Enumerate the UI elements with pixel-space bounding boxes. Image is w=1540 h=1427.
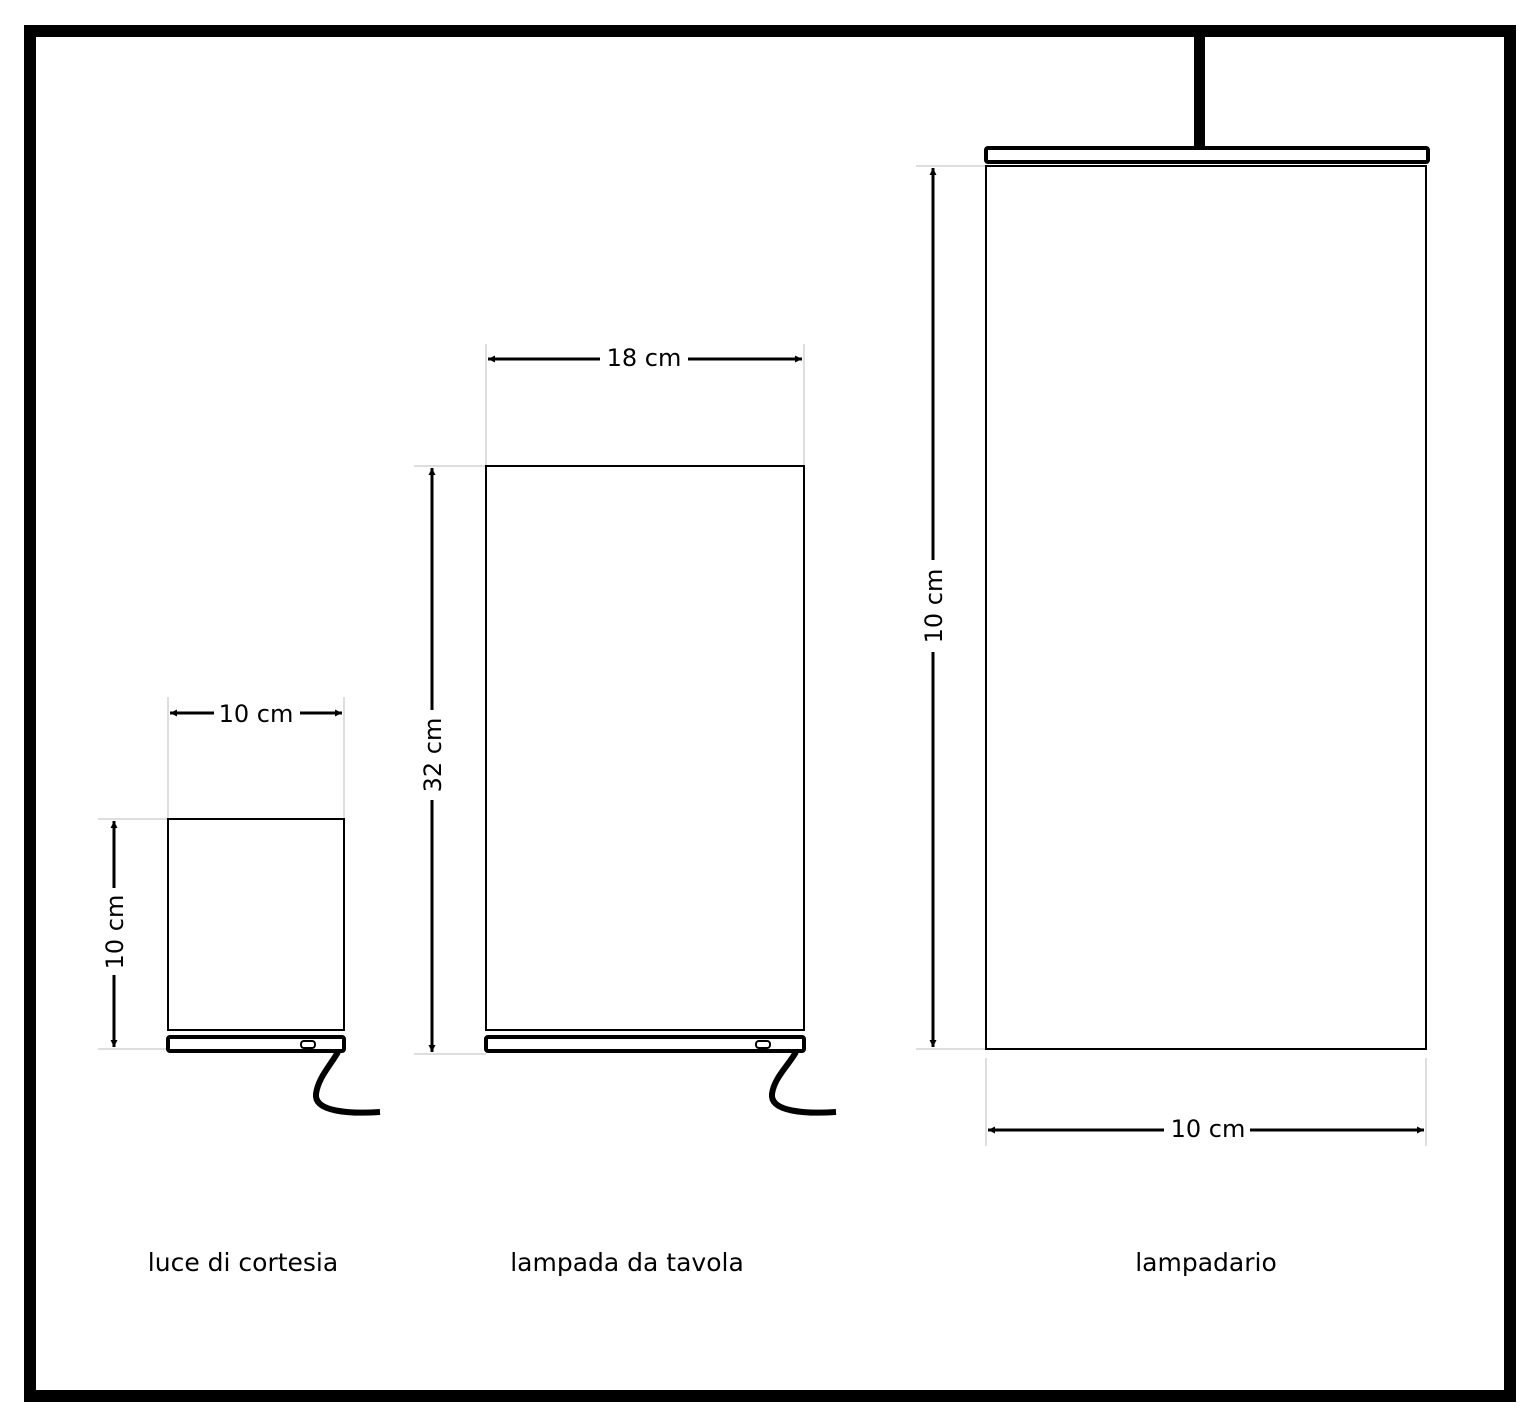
power-cord	[769, 1050, 837, 1116]
caption-label: lampadario	[1135, 1248, 1277, 1277]
lamp-lampada-da-tavola: 18 cm 32 cm lampada da tavola	[414, 344, 837, 1277]
caption-label: luce di cortesia	[148, 1248, 338, 1277]
width-label: 10 cm	[1171, 1115, 1246, 1143]
height-label: 10 cm	[920, 569, 948, 644]
lamp-luce-di-cortesia: 10 cm 10 cm luce di cortesia	[98, 697, 381, 1277]
lamp-base	[484, 1035, 806, 1053]
lamp-shade	[985, 165, 1427, 1050]
suspension-rod	[1194, 36, 1205, 148]
width-label: 18 cm	[607, 344, 682, 372]
outer-frame	[24, 25, 1516, 1402]
switch-icon	[300, 1040, 316, 1049]
height-label: 10 cm	[101, 895, 129, 970]
switch-icon	[755, 1040, 771, 1049]
power-cord	[313, 1050, 381, 1116]
height-label: 32 cm	[419, 718, 447, 793]
lamp-shade	[167, 818, 345, 1031]
lamp-lampadario: 10 cm 10 cm lampadario	[916, 36, 1430, 1277]
caption-label: lampada da tavola	[510, 1248, 744, 1277]
width-label: 10 cm	[219, 700, 294, 728]
lamp-base	[166, 1035, 346, 1053]
lamp-shade	[485, 465, 805, 1031]
lamp-canopy	[984, 146, 1430, 164]
